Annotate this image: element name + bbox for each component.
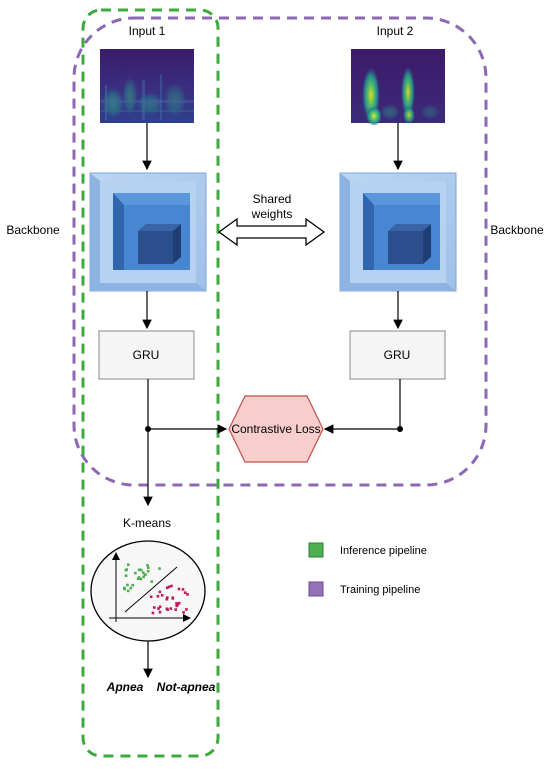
gru-right-label: GRU [384,348,411,362]
scatter-point [181,588,185,591]
spectrogram-input1 [100,49,194,123]
output-not-apnea-label: Not-apnea [157,680,216,694]
scatter-point [158,610,162,614]
spectrogram-input2 [351,49,445,126]
gru-left-label: GRU [133,348,160,362]
scatter-point [169,607,173,610]
scatter-point [165,597,169,601]
scatter-point [183,591,187,594]
backbone-cube-input1 [89,172,207,292]
backbone-right-label: Backbone [490,223,544,237]
scatter-point [123,586,126,590]
scatter-point [150,580,153,583]
scatter-point [158,590,162,594]
input2-label: Input 2 [377,24,414,38]
scatter-point [166,608,169,611]
scatter-point [139,577,143,581]
scatter-point [125,568,128,571]
scatter-point [166,586,169,590]
scatter-point [127,563,130,566]
scatter-point [153,606,156,609]
gru-box-right [349,330,446,380]
legend-label-inference: Inference pipeline [340,545,427,557]
shared-weights-line1: Shared [253,192,292,206]
scatter-point [146,569,150,573]
scatter-point [138,568,142,572]
scatter-point [146,564,149,567]
scatter-point [151,611,155,615]
scatter-point [156,595,160,598]
scatter-point [126,589,130,593]
scatter-point [175,602,178,605]
scatter-point [177,601,181,605]
scatter-point [126,583,129,587]
backbone-left-label: Backbone [6,223,60,237]
scatter-point [176,603,179,607]
inference-pipeline-boundary [81,8,220,758]
scatter-point [177,587,181,591]
scatter-point [142,575,145,579]
scatter-point [157,607,160,610]
kmeans-label: K-means [123,516,171,530]
scatter-point [182,611,185,614]
contrastive-loss-hexagon [228,395,324,463]
scatter-point [124,574,128,577]
scatter-point [158,567,161,570]
scatter-point [158,605,162,609]
scatter-point [186,593,189,596]
backbone-cube-input2 [339,172,457,292]
scatter-point [136,577,140,580]
input1-label: Input 1 [129,24,166,38]
legend-swatch-training [308,581,324,597]
scatter-point [171,597,175,600]
scatter-point [146,566,150,569]
contrastive-loss-label: Contrastive Loss [231,422,320,436]
legend-label-training: Training pipeline [340,584,420,596]
training-pipeline-boundary [72,16,488,487]
legend: Inference pipeline Training pipeline [308,542,427,597]
shared-weights-arrow [217,217,326,247]
scatter-point [170,584,173,588]
scatter-point [174,608,177,611]
shared-weights-line2: weights [251,207,293,221]
scatter-point [144,573,147,576]
scatter-point [141,571,145,574]
scatter-point [160,594,164,597]
scatter-point [123,587,126,591]
scatter-point [131,583,134,587]
scatter-point [185,608,188,611]
legend-swatch-inference [308,542,324,558]
scatter-point [134,571,137,575]
output-apnea-label: Apnea [106,680,144,694]
scatter-point [129,586,133,590]
scatter-point [166,596,169,599]
kmeans-scatter-illustration [90,540,206,642]
scatter-point [167,585,171,589]
gru-box-left [98,330,195,380]
scatter-point [149,595,153,599]
